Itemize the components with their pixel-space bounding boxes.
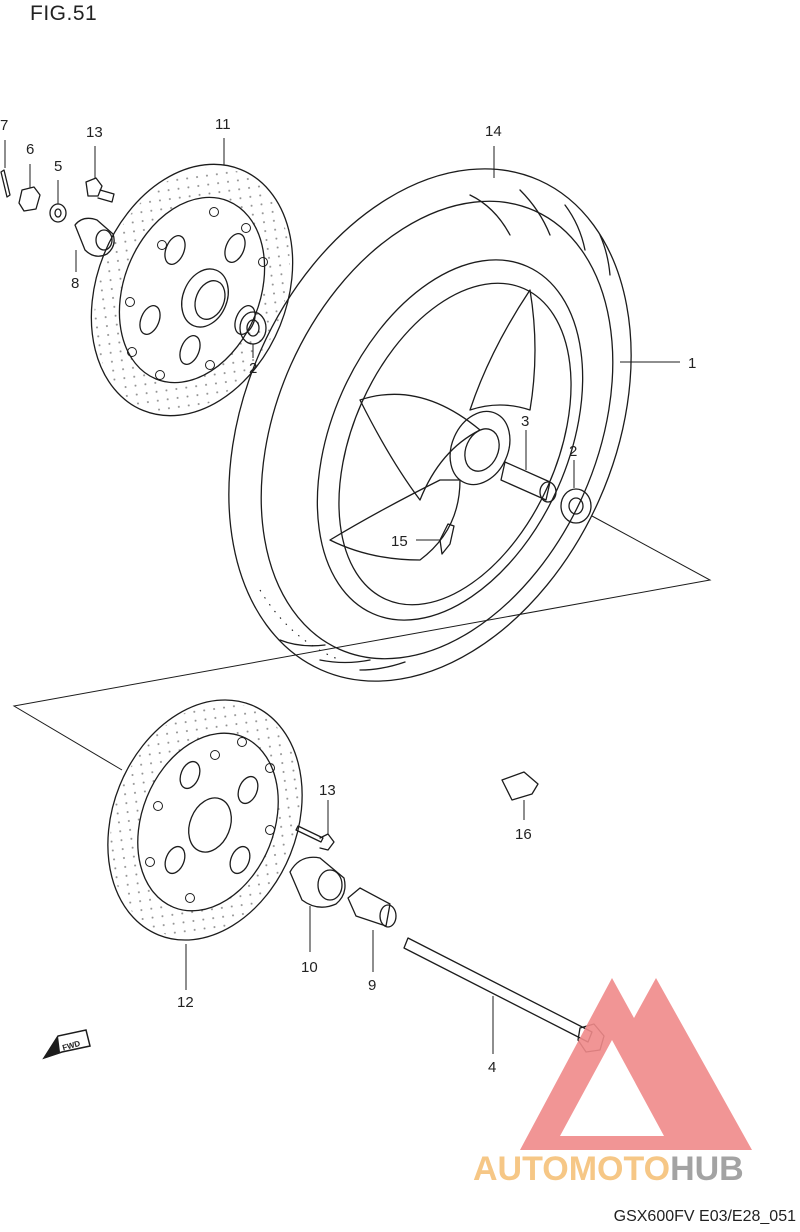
watermark-part-1: AUTOMOTO <box>473 1150 670 1188</box>
callout-16: 16 <box>515 826 532 843</box>
callout-1: 1 <box>688 355 696 372</box>
automotohub-watermark: AUTOMOTOHUB <box>473 978 752 1188</box>
leader-lines <box>4 138 680 1054</box>
watermark-logo-icon <box>520 978 752 1150</box>
callout-labels: 7 6 5 13 11 14 8 2 1 3 2 15 13 16 10 9 1… <box>0 116 696 1076</box>
watermark-text: AUTOMOTOHUB <box>473 1150 744 1188</box>
callout-5: 5 <box>54 158 62 175</box>
callout-10: 10 <box>301 959 318 976</box>
callout-9: 9 <box>368 977 376 994</box>
callout-13-top: 13 <box>86 124 103 141</box>
callout-12: 12 <box>177 994 194 1011</box>
figure-code: GSX600FV E03/E28_051 <box>613 1208 796 1225</box>
watermark-part-2: HUB <box>670 1150 744 1188</box>
brake-disc-upper <box>90 163 294 417</box>
callout-15: 15 <box>391 533 408 550</box>
callout-2-right: 2 <box>569 443 577 460</box>
wheel-assembly <box>228 168 632 682</box>
callout-4: 4 <box>488 1059 496 1076</box>
callout-2-left: 2 <box>249 360 257 377</box>
callout-13-bottom: 13 <box>319 782 336 799</box>
callout-7: 7 <box>0 117 8 134</box>
callout-11: 11 <box>215 116 231 133</box>
brake-disc-lower <box>107 699 303 941</box>
callout-3: 3 <box>521 413 529 430</box>
figure-title: FIG.51 <box>30 2 98 25</box>
callout-6: 6 <box>26 141 34 158</box>
assembly-lines <box>12 515 712 771</box>
callout-14: 14 <box>485 123 502 140</box>
fwd-arrow-icon: FWD <box>42 1029 91 1060</box>
callout-8: 8 <box>71 275 79 292</box>
